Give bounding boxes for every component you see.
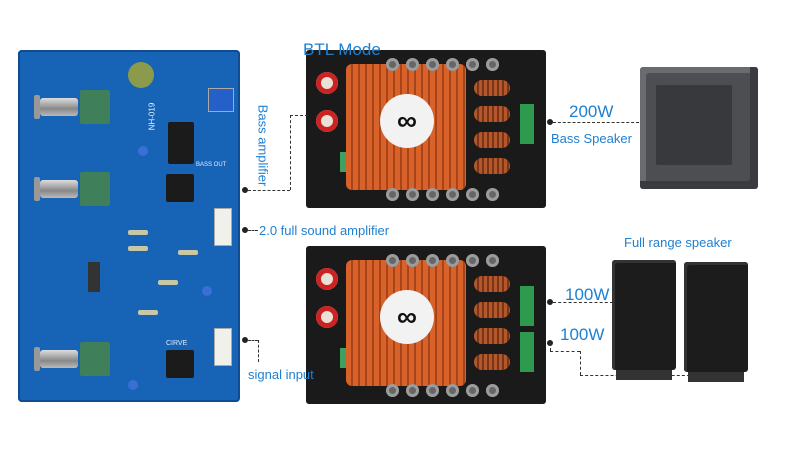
bass-amplifier-label: Bass amplifier	[255, 104, 271, 187]
rca-jack	[316, 110, 338, 132]
volume-knob	[34, 347, 78, 371]
preamp-tone-board: NH-019 BASS OUT CIRVE	[18, 50, 240, 402]
op-amp-chip	[166, 350, 194, 378]
bass-speaker-image	[640, 67, 758, 189]
full-range-speaker-left	[612, 260, 676, 380]
power-terminal	[208, 88, 234, 112]
bass-out-connector	[214, 208, 232, 246]
btl-mode-label: BTL Mode	[303, 40, 381, 59]
bass-knob	[34, 177, 78, 201]
power-200w-label: 200W	[569, 102, 614, 121]
rca-jack	[316, 268, 338, 290]
speaker-terminal	[520, 332, 534, 372]
fan-logo-icon: ∞	[380, 94, 434, 148]
capacitor	[128, 62, 154, 88]
switch	[88, 262, 100, 292]
full-sound-amplifier-board: ∞	[306, 246, 546, 404]
signal-input-connector	[214, 328, 232, 366]
treble-knob	[34, 95, 78, 119]
power-100w-label-1: 100W	[565, 285, 610, 304]
full-range-speaker-label: Full range speaker	[624, 235, 732, 250]
full-range-speaker-right	[684, 262, 748, 382]
volume-pot	[80, 342, 110, 376]
fan-logo-icon: ∞	[380, 290, 434, 344]
treble-pot	[80, 90, 110, 124]
board-code: NH-019	[147, 102, 157, 131]
speaker-terminal	[520, 286, 534, 326]
signal-input-label: signal input	[248, 367, 314, 382]
chip-marking: CIRVE	[166, 340, 188, 347]
bass-out-marking: BASS OUT	[196, 162, 227, 168]
full-sound-amplifier-label: 2.0 full sound amplifier	[259, 223, 390, 238]
power-100w-label-2: 100W	[560, 325, 605, 344]
bass-pot	[80, 172, 110, 206]
bass-speaker-label: Bass Speaker	[551, 131, 632, 146]
speaker-terminal	[520, 104, 534, 144]
rca-jack	[316, 72, 338, 94]
rca-jack	[316, 306, 338, 328]
bass-amplifier-board: ∞	[306, 50, 546, 208]
regulator-chip	[168, 122, 194, 164]
op-amp-chip	[166, 174, 194, 202]
